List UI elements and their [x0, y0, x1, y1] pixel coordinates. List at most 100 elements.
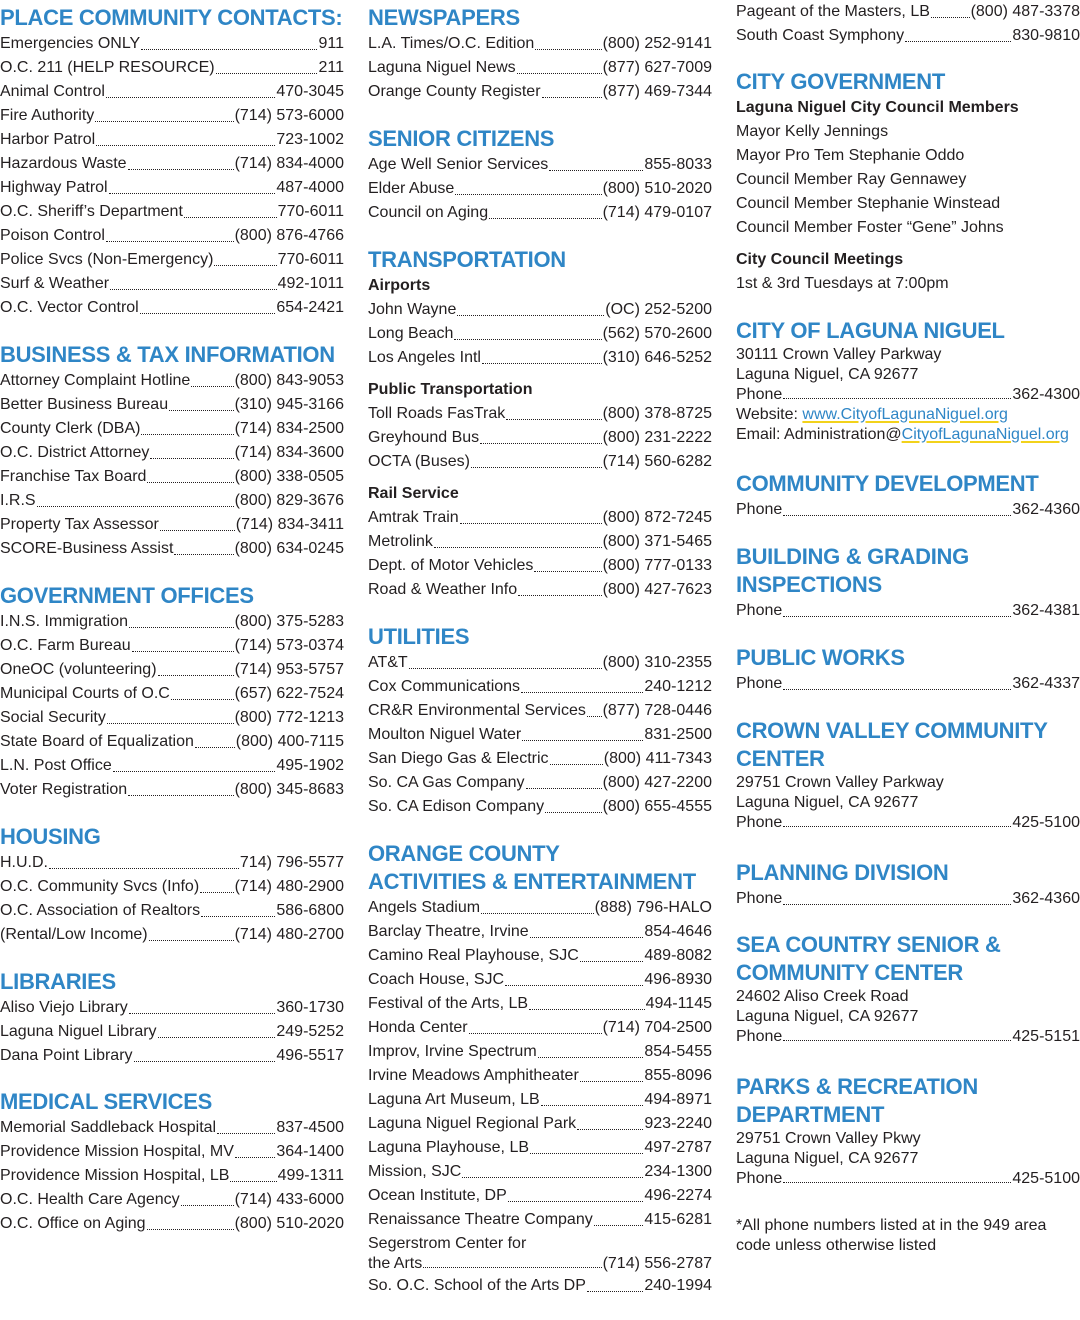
dot-leader	[535, 49, 602, 50]
dot-leader	[522, 740, 644, 741]
contact-row: Dept. of Motor Vehicles(800) 777-0133	[368, 554, 712, 578]
contact-name: State Board of Equalization	[0, 733, 194, 750]
contact-row: State Board of Equalization(800) 400-711…	[0, 730, 344, 754]
section-public-works: PUBLIC WORKS Phone 362-4337	[736, 644, 1080, 696]
dot-leader	[230, 1181, 277, 1182]
contact-row: Long Beach(562) 570-2600	[368, 322, 712, 346]
dot-leader	[131, 651, 234, 652]
contact-name: So. CA Edison Company	[368, 798, 545, 815]
footnote-text: *All phone numbers listed at in the 949 …	[736, 1217, 1047, 1254]
contact-row: (Rental/Low Income)(714) 480-2700	[0, 923, 344, 947]
address-line: Laguna Niguel, CA 92677	[736, 794, 919, 811]
contact-phone: 240-1212	[644, 678, 712, 695]
contact-name: Phone	[736, 675, 783, 692]
contact-phone: 654-2421	[276, 299, 344, 316]
contact-phone: (800) 375-5283	[234, 613, 344, 630]
dot-leader	[783, 616, 1012, 617]
section-heading: MEDICAL SERVICES	[0, 1089, 212, 1114]
contact-name: Mission, SJC	[368, 1163, 462, 1180]
contact-name: So. O.C. School of the Arts DP	[368, 1277, 586, 1294]
contact-name: O.C. Vector Control	[0, 299, 139, 316]
contact-name: Laguna Playhouse, LB	[368, 1139, 530, 1156]
contact-phone: 492-1011	[277, 275, 344, 292]
dot-leader	[586, 1291, 644, 1292]
contact-name: O.C. Farm Bureau	[0, 637, 131, 654]
contact-phone: (800) 634-0245	[234, 540, 344, 557]
contact-row: Phone 362-4337	[736, 672, 1080, 696]
website-link[interactable]: www.CityofLagunaNiguel.org	[802, 406, 1008, 423]
contact-row: Elder Abuse(800) 510-2020	[368, 177, 712, 201]
contact-name: Dept. of Motor Vehicles	[368, 557, 534, 574]
contact-name: Age Well Senior Services	[368, 156, 549, 173]
dot-leader	[454, 339, 602, 340]
contact-phone: (800) 371-5465	[602, 533, 712, 550]
contact-row: Toll Roads FasTrak(800) 378-8725	[368, 402, 712, 426]
contact-phone: 362-4360	[1012, 890, 1080, 907]
contact-phone: (800) 427-7623	[602, 581, 712, 598]
contact-name: Providence Mission Hospital, LB	[0, 1167, 230, 1184]
section-planning-division: PLANNING DIVISION Phone 362-4360	[736, 859, 1080, 911]
dot-leader	[905, 41, 1012, 42]
dot-leader	[468, 1033, 602, 1034]
contact-name: Phone	[736, 1170, 783, 1187]
contact-row: O.C. Health Care Agency(714) 433-6000	[0, 1188, 344, 1212]
contact-name: Phone	[736, 890, 783, 907]
contact-name: O.C. Health Care Agency	[0, 1191, 180, 1208]
contact-name: O.C. Association of Realtors	[0, 902, 201, 919]
contact-name: Camino Real Playhouse, SJC	[368, 947, 579, 964]
contact-phone: 234-1300	[644, 1163, 712, 1180]
contact-name: Los Angeles Intl	[368, 349, 481, 366]
contact-name: Honda Center	[368, 1019, 468, 1036]
contact-row: OneOC (volunteering)(714) 953-5757	[0, 658, 344, 682]
dot-leader	[141, 49, 318, 50]
contact-name: San Diego Gas & Electric	[368, 750, 549, 767]
contact-name: O.C. Sheriff’s Department	[0, 203, 183, 220]
contact-phone: 714) 796-5577	[239, 854, 344, 871]
section-heading: TRANSPORTATION	[368, 247, 566, 272]
dot-leader	[95, 121, 234, 122]
contact-row: Honda Center(714) 704-2500	[368, 1016, 712, 1040]
address-line: Laguna Niguel, CA 92677	[736, 1008, 919, 1025]
email-link[interactable]: CityofLagunaNiguel.org	[901, 426, 1069, 443]
contact-phone: (714) 834-3600	[234, 444, 344, 461]
contact-row: the Arts (714) 556-2787	[368, 1254, 712, 1274]
contact-name: Irvine Meadows Amphitheater	[368, 1067, 579, 1084]
contact-name: Pageant of the Masters, LB	[736, 3, 930, 20]
dot-leader	[783, 1040, 1012, 1041]
contact-phone: 494-1145	[645, 995, 712, 1012]
dot-leader	[457, 315, 605, 316]
contact-name: Greyhound Bus	[368, 429, 480, 446]
contact-row: Angels Stadium(888) 796-HALO	[368, 896, 712, 920]
contact-name: O.C. Office on Aging	[0, 1215, 146, 1232]
dot-leader	[408, 668, 602, 669]
dot-leader	[191, 386, 234, 387]
contact-name: O.C. District Attorney	[0, 444, 150, 461]
dot-leader	[481, 913, 594, 914]
contact-phone: (714) 834-4000	[234, 155, 344, 172]
section-newspapers: NEWSPAPERS L.A. Times/O.C. Edition(800) …	[368, 4, 712, 104]
contact-row: So. CA Gas Company(800) 427-2200	[368, 771, 712, 795]
contact-row: Attorney Complaint Hotline(800) 843-9053	[0, 369, 344, 393]
contact-row: OCTA (Buses)(714) 560-6282	[368, 450, 712, 474]
section-heading: PLANNING DIVISION	[736, 860, 949, 885]
contact-phone: 770-6011	[277, 251, 344, 268]
website-line: Website: www.CityofLagunaNiguel.org	[736, 405, 1080, 425]
address-line: 24602 Aliso Creek Road	[736, 988, 909, 1005]
contact-row: Phone 362-4360	[736, 498, 1080, 522]
contact-row: Phone 362-4300	[736, 385, 1080, 405]
section-heading: NEWSPAPERS	[368, 5, 520, 30]
section-heading: LIBRARIES	[0, 969, 116, 994]
